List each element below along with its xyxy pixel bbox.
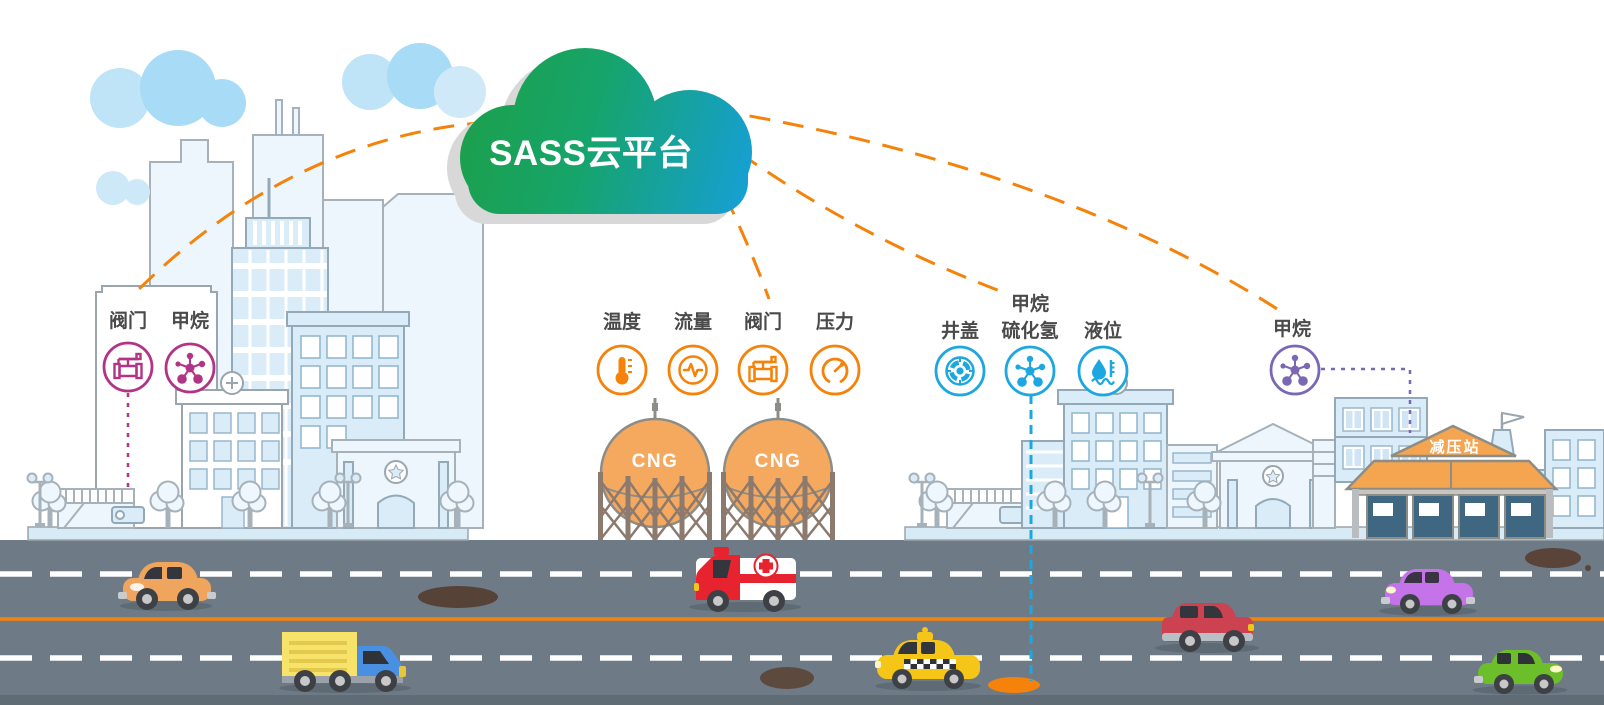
city-far-right: 减压站 — [1312, 397, 1604, 539]
svg-text:井盖: 井盖 — [941, 319, 979, 342]
svg-text:甲烷: 甲烷 — [171, 309, 209, 332]
building-classical-left — [331, 439, 461, 529]
cloud-label: SASS云平台 — [489, 134, 693, 173]
station-doors — [1352, 489, 1553, 539]
methane-icon — [164, 342, 216, 394]
connection-to-methane-sensor — [715, 108, 1286, 316]
cng-tank-2: CNG — [721, 398, 835, 541]
connection-to-cng-sensors — [723, 194, 771, 300]
vehicle-truck — [279, 632, 411, 693]
city-left — [26, 99, 484, 529]
connection-to-building-sensors — [128, 120, 489, 300]
vehicle-green-car — [1473, 650, 1567, 695]
svg-text:阀门: 阀门 — [744, 310, 782, 333]
valve-icon — [737, 344, 789, 396]
flag — [1501, 411, 1525, 426]
sensor-group-methane: 甲烷 — [1269, 317, 1321, 396]
cloud-small-3 — [96, 171, 150, 205]
station-gable-roof — [1390, 424, 1517, 458]
pressure-station: 减压站 — [1344, 411, 1559, 539]
vehicle-purple-car — [1379, 569, 1477, 616]
cng-tanks: CNG CNG — [598, 398, 835, 541]
cng-label-1: CNG — [632, 451, 679, 472]
level-icon — [1077, 345, 1129, 397]
manhole-icon — [936, 347, 984, 395]
svg-text:压力: 压力 — [816, 310, 854, 333]
cng-tank-1: CNG — [598, 398, 712, 541]
svg-text:甲烷: 甲烷 — [1011, 292, 1049, 315]
vehicle-red-car — [1155, 603, 1259, 653]
manhole-spot-2 — [760, 667, 814, 689]
svg-text:流量: 流量 — [674, 310, 712, 333]
connection-to-pipeline-sensors — [711, 131, 1001, 293]
mall-right — [946, 488, 1033, 529]
vehicle-orange-car — [118, 562, 216, 611]
manhole-spot-3 — [1525, 548, 1581, 568]
city-right — [908, 371, 1339, 529]
vehicle-taxi — [875, 627, 981, 691]
station-label: 减压站 — [1429, 438, 1480, 456]
building-main-right — [1057, 371, 1174, 529]
cloud-small-2 — [342, 43, 486, 118]
vehicles — [118, 547, 1567, 695]
valve-icon — [102, 341, 154, 393]
pressure-icon — [809, 344, 861, 396]
cng-label-2: CNG — [755, 451, 802, 472]
svg-text:液位: 液位 — [1084, 319, 1122, 342]
gas-leak-spot — [988, 677, 1040, 693]
svg-text:温度: 温度 — [603, 310, 642, 333]
svg-text:甲烷: 甲烷 — [1273, 317, 1311, 340]
sky-clouds — [90, 43, 486, 205]
svg-text:阀门: 阀门 — [109, 309, 147, 332]
sensor-group-pipeline: 井盖 甲烷 硫化氢 液位 — [936, 292, 1129, 397]
building-classical-right — [1211, 422, 1339, 529]
thermometer-icon — [596, 344, 648, 396]
sensor-group-building: 阀门 甲烷 — [102, 309, 216, 394]
mall-left — [57, 488, 145, 529]
building-mid-left — [175, 371, 289, 529]
road — [0, 540, 1604, 705]
manhole-spot-1 — [418, 586, 498, 608]
svg-text:硫化氢: 硫化氢 — [1001, 319, 1058, 342]
vehicle-ambulance — [689, 547, 801, 612]
methane-icon — [1269, 344, 1321, 396]
drop-line-methane — [1321, 367, 1412, 433]
methane-icon — [1004, 345, 1056, 397]
sensor-group-cng: 温度 流量 阀门 压力 — [596, 310, 861, 396]
cloud-platform: SASS云平台 — [447, 48, 752, 224]
flow-icon — [667, 344, 719, 396]
cloud-small-1 — [90, 50, 246, 128]
